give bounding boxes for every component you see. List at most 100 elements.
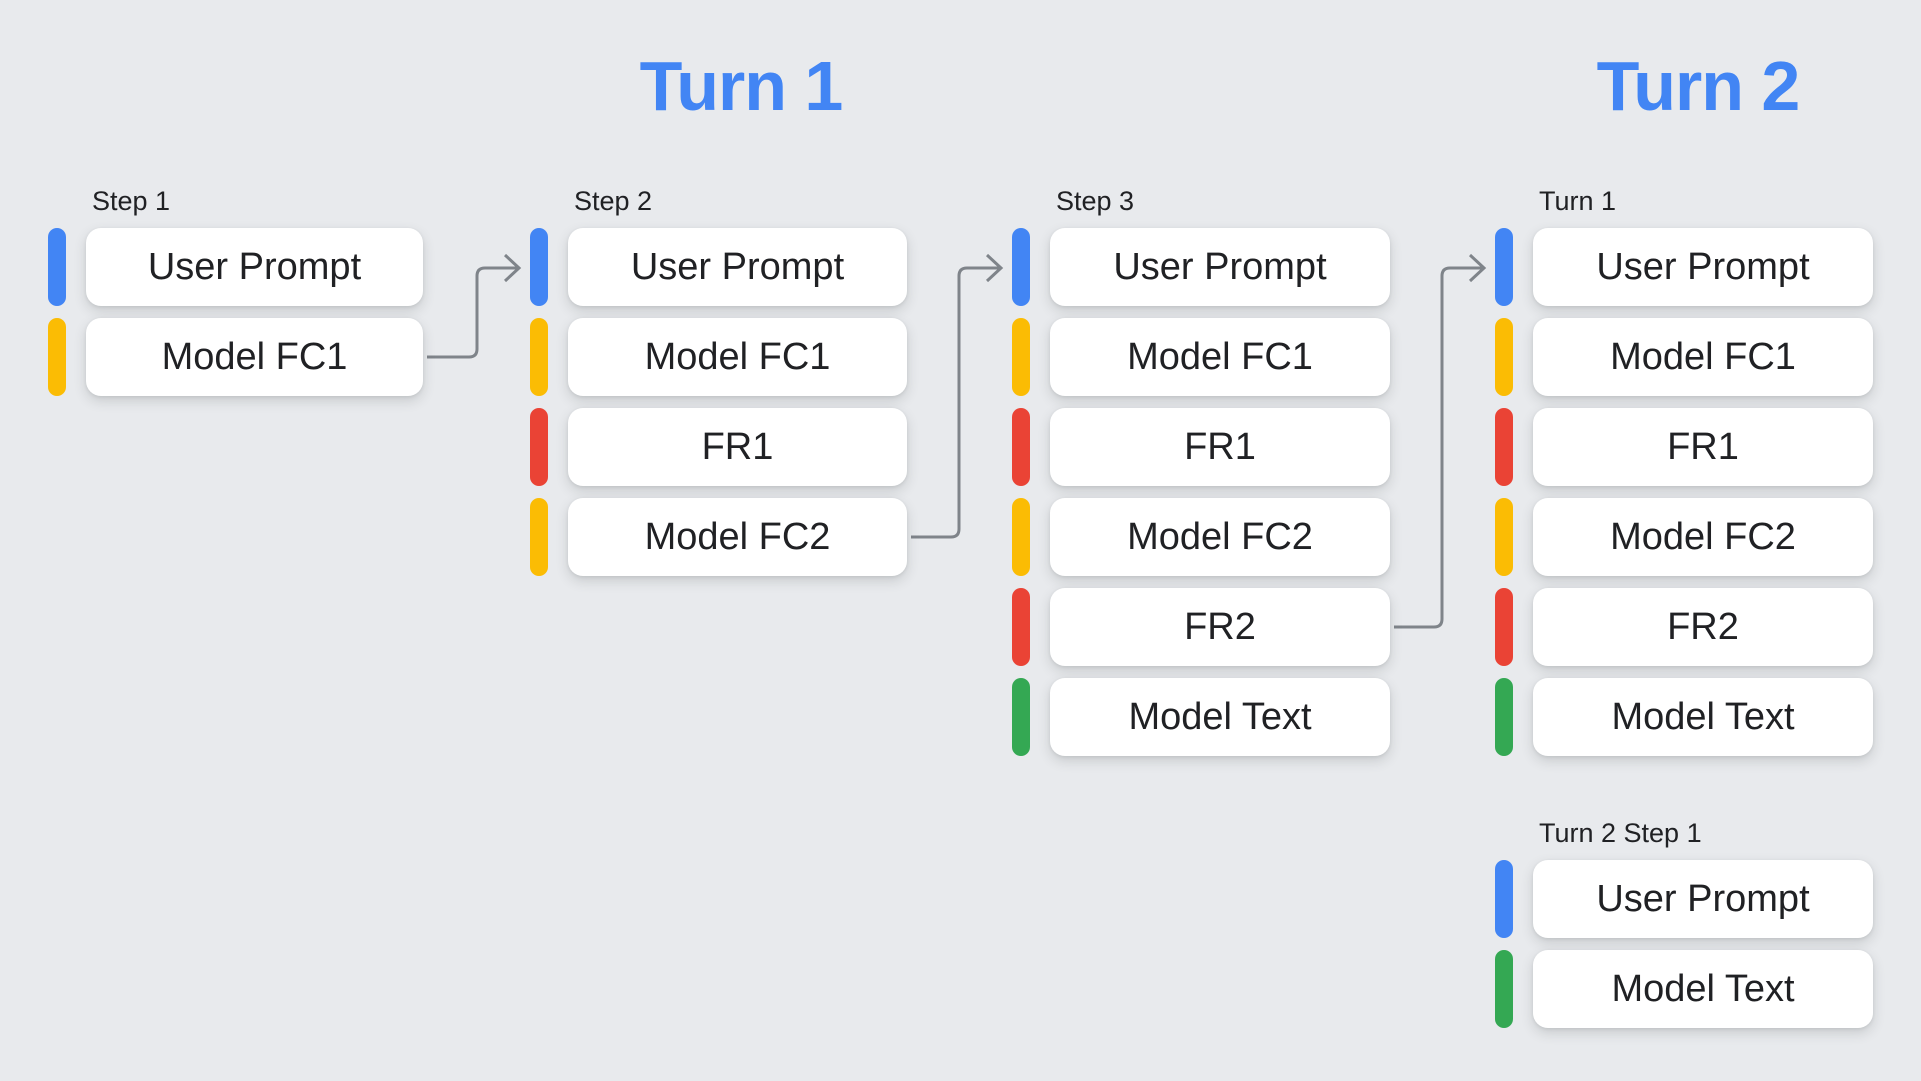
card-step3-fr2: FR2 — [1050, 588, 1390, 666]
arrow-step2-to-step3-icon — [911, 253, 1004, 539]
arrow-step1-to-step2-icon — [427, 253, 522, 359]
blue-role-bar-icon — [48, 228, 66, 306]
yellow-role-bar-icon — [530, 318, 548, 396]
red-role-bar-icon — [1495, 588, 1513, 666]
card-label: User Prompt — [1596, 245, 1810, 288]
column-label-step1: Step 1 — [92, 186, 171, 216]
column-rows-step1: User Prompt Model FC1 — [48, 228, 423, 396]
card-step3-model-fc2: Model FC2 — [1050, 498, 1390, 576]
diagram-node-step2-model-fc2: Model FC2 — [530, 498, 907, 576]
blue-role-bar-icon — [530, 228, 548, 306]
column-step2: Step 2 User Prompt Model FC1 FR1 Model F… — [530, 186, 907, 576]
diagram-node-step3-fr2: FR2 — [1012, 588, 1390, 666]
column-label-step2: Step 2 — [574, 186, 653, 216]
blue-role-bar-icon — [1012, 228, 1030, 306]
card-label: FR1 — [701, 425, 774, 468]
card-label: Model FC2 — [644, 515, 831, 558]
card-turn1-history-fr2: FR2 — [1533, 588, 1873, 666]
card-step1-user-prompt: User Prompt — [86, 228, 423, 306]
arrow-step3-to-turn1-icon — [1394, 253, 1487, 629]
card-label: FR1 — [1184, 425, 1256, 468]
card-step2-fr1: FR1 — [568, 408, 907, 486]
diagram-node-turn1-history-model-fc2: Model FC2 — [1495, 498, 1873, 576]
diagram-node-turn2-step1-model-text: Model Text — [1495, 950, 1873, 1028]
diagram-node-turn1-history-fr2: FR2 — [1495, 588, 1873, 666]
diagram-node-turn1-history-user-prompt: User Prompt — [1495, 228, 1873, 306]
turn-2-heading: Turn 2 — [1596, 47, 1801, 125]
card-step2-model-fc1: Model FC1 — [568, 318, 907, 396]
card-label: Model FC1 — [1127, 335, 1313, 378]
column-step1: Step 1 User Prompt Model FC1 — [48, 186, 423, 396]
card-label: FR1 — [1667, 425, 1739, 468]
red-role-bar-icon — [530, 408, 548, 486]
diagram-node-step2-user-prompt: User Prompt — [530, 228, 907, 306]
yellow-role-bar-icon — [48, 318, 66, 396]
green-role-bar-icon — [1495, 950, 1513, 1028]
card-label: Model FC1 — [644, 335, 831, 378]
card-step1-model-fc1: Model FC1 — [86, 318, 423, 396]
blue-role-bar-icon — [1495, 860, 1513, 938]
card-turn2-step1-user-prompt: User Prompt — [1533, 860, 1873, 938]
yellow-role-bar-icon — [1012, 498, 1030, 576]
red-role-bar-icon — [1012, 588, 1030, 666]
card-label: Model Text — [1128, 695, 1312, 738]
column-rows-turn2-step1: User Prompt Model Text — [1495, 860, 1873, 1028]
card-label: User Prompt — [1596, 877, 1810, 920]
diagram-node-step3-user-prompt: User Prompt — [1012, 228, 1390, 306]
card-step3-fr1: FR1 — [1050, 408, 1390, 486]
card-turn1-history-model-fc2: Model FC2 — [1533, 498, 1873, 576]
card-label: User Prompt — [630, 245, 845, 288]
card-label: User Prompt — [1113, 245, 1327, 288]
card-step3-user-prompt: User Prompt — [1050, 228, 1390, 306]
column-label-turn1-history: Turn 1 — [1539, 186, 1617, 216]
turn-1-heading: Turn 1 — [639, 47, 844, 125]
diagram-node-turn1-history-model-text: Model Text — [1495, 678, 1873, 756]
card-label: Model FC1 — [161, 335, 348, 378]
column-turn2-step1: Turn 2 Step 1 User Prompt Model Text — [1495, 818, 1873, 1028]
yellow-role-bar-icon — [1012, 318, 1030, 396]
column-rows-turn1-history: User Prompt Model FC1 FR1 Model FC2 FR2 … — [1495, 228, 1873, 756]
column-rows-step2: User Prompt Model FC1 FR1 Model FC2 — [530, 228, 907, 576]
yellow-role-bar-icon — [530, 498, 548, 576]
diagram-node-step1-user-prompt: User Prompt — [48, 228, 423, 306]
diagram-node-step2-fr1: FR1 — [530, 408, 907, 486]
diagram-node-turn1-history-model-fc1: Model FC1 — [1495, 318, 1873, 396]
card-label: Model FC2 — [1610, 515, 1796, 558]
column-label-step3: Step 3 — [1056, 186, 1135, 216]
diagram-node-turn2-step1-user-prompt: User Prompt — [1495, 860, 1873, 938]
card-label: User Prompt — [147, 245, 362, 288]
diagram-node-step3-model-fc1: Model FC1 — [1012, 318, 1390, 396]
card-label: Model FC2 — [1127, 515, 1313, 558]
diagram-node-step3-model-fc2: Model FC2 — [1012, 498, 1390, 576]
card-label: FR2 — [1667, 605, 1739, 648]
card-label: Model FC1 — [1610, 335, 1796, 378]
red-role-bar-icon — [1495, 408, 1513, 486]
card-turn1-history-fr1: FR1 — [1533, 408, 1873, 486]
yellow-role-bar-icon — [1495, 498, 1513, 576]
diagram-node-step2-model-fc1: Model FC1 — [530, 318, 907, 396]
column-label-turn2-step1: Turn 2 Step 1 — [1539, 818, 1702, 848]
card-turn1-history-user-prompt: User Prompt — [1533, 228, 1873, 306]
column-step3: Step 3 User Prompt Model FC1 FR1 Model F… — [1012, 186, 1390, 756]
card-label: Model Text — [1611, 967, 1795, 1010]
column-rows-step3: User Prompt Model FC1 FR1 Model FC2 FR2 … — [1012, 228, 1390, 756]
green-role-bar-icon — [1495, 678, 1513, 756]
card-step2-model-fc2: Model FC2 — [568, 498, 907, 576]
green-role-bar-icon — [1012, 678, 1030, 756]
card-turn1-history-model-fc1: Model FC1 — [1533, 318, 1873, 396]
diagram-node-turn1-history-fr1: FR1 — [1495, 408, 1873, 486]
card-turn1-history-model-text: Model Text — [1533, 678, 1873, 756]
card-turn2-step1-model-text: Model Text — [1533, 950, 1873, 1028]
card-step3-model-fc1: Model FC1 — [1050, 318, 1390, 396]
card-label: FR2 — [1184, 605, 1256, 648]
yellow-role-bar-icon — [1495, 318, 1513, 396]
card-step2-user-prompt: User Prompt — [568, 228, 907, 306]
card-label: Model Text — [1611, 695, 1795, 738]
red-role-bar-icon — [1012, 408, 1030, 486]
blue-role-bar-icon — [1495, 228, 1513, 306]
column-turn1-history: Turn 1 User Prompt Model FC1 FR1 Model F… — [1495, 186, 1873, 756]
card-step3-model-text: Model Text — [1050, 678, 1390, 756]
diagram-node-step3-model-text: Model Text — [1012, 678, 1390, 756]
diagram-node-step3-fr1: FR1 — [1012, 408, 1390, 486]
